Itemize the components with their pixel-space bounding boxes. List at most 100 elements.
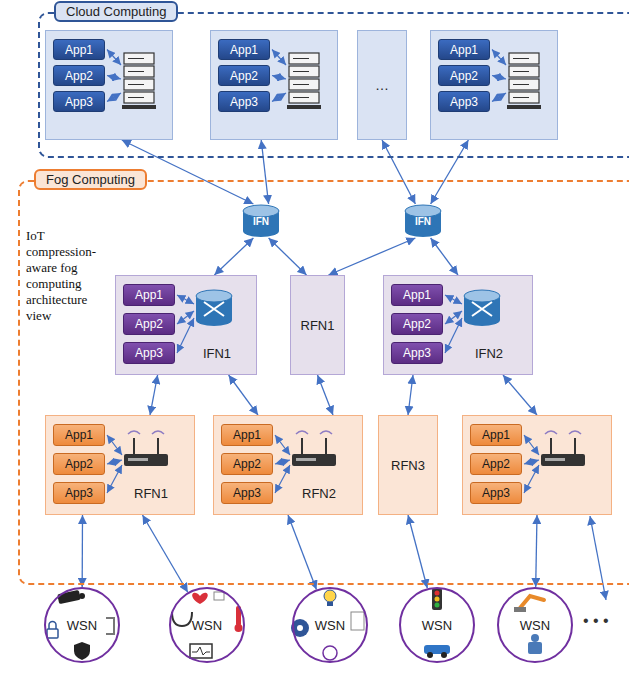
app-label: App3	[65, 95, 93, 109]
app-box: App1	[53, 424, 105, 446]
icon-part	[124, 454, 168, 466]
app-link	[177, 295, 194, 304]
app-link	[107, 93, 121, 102]
server-box: App1App2App3	[430, 30, 558, 140]
icon-part	[128, 84, 144, 85]
node-label: WSN	[422, 618, 452, 633]
app-link	[272, 93, 286, 102]
app-link	[272, 50, 286, 66]
node-label: IFN	[415, 216, 431, 227]
icon-part	[243, 225, 279, 237]
icon-part	[289, 92, 319, 103]
icon-part	[464, 314, 500, 326]
icon-part	[157, 438, 159, 454]
app-box: App2	[221, 453, 273, 475]
icon-part	[509, 92, 539, 103]
icon-part	[289, 66, 319, 77]
wsn-circle: WSN	[399, 587, 475, 663]
ellipsis-box: …	[357, 30, 407, 140]
app-box: App1	[438, 39, 490, 60]
app-label: App2	[65, 69, 93, 83]
fog-node-box: IFN1App1App2App3	[115, 275, 257, 375]
app-link	[275, 435, 290, 455]
app-link	[272, 76, 286, 80]
icon-part	[196, 314, 232, 326]
connector	[214, 238, 253, 275]
app-link	[492, 93, 506, 102]
icon-part	[513, 71, 529, 72]
fog-node-box: App1App2App3	[462, 415, 612, 515]
app-link	[275, 465, 290, 493]
app-link	[107, 435, 122, 455]
icon-part	[124, 92, 154, 103]
node-label: WSN	[192, 618, 222, 633]
app-box: App3	[53, 482, 105, 504]
app-box: App3	[123, 342, 175, 364]
connector	[503, 375, 537, 415]
icon-part	[292, 454, 336, 466]
icon-part	[293, 58, 309, 59]
connector	[288, 515, 316, 589]
icon-part	[541, 454, 585, 466]
app-label: App1	[403, 288, 431, 302]
icon-part	[509, 66, 539, 77]
app-label: App3	[233, 486, 261, 500]
app-label: App3	[135, 346, 163, 360]
connector	[431, 238, 458, 275]
icon-part	[293, 97, 309, 98]
wsn-circle: WSN	[44, 587, 120, 663]
app-box: App1	[391, 284, 443, 306]
app-box: App3	[218, 91, 270, 112]
fog-node-box: RFN2 App1App2App3	[213, 415, 363, 515]
app-label: App2	[403, 317, 431, 331]
app-box: App1	[221, 424, 273, 446]
node-label: WSN	[520, 618, 550, 633]
icon-part	[400, 588, 474, 662]
icon-part	[128, 71, 144, 72]
app-label: App3	[482, 486, 510, 500]
fog-node-box: RFN3	[378, 415, 438, 515]
icon-part	[513, 84, 529, 85]
app-label: App3	[65, 486, 93, 500]
side-note: IoT compression-aware fog computing arch…	[26, 228, 114, 324]
icon-part	[550, 438, 552, 454]
connector	[408, 515, 427, 588]
wsn-circle: WSN	[292, 587, 368, 663]
router-node: IFN	[404, 204, 442, 238]
node-label: RFN2	[280, 486, 358, 501]
node-label: IFN2	[450, 346, 528, 361]
icon-part	[513, 97, 529, 98]
node-label: RFN1	[112, 486, 190, 501]
icon-part	[513, 58, 529, 59]
icon-part	[545, 431, 581, 434]
icon-part	[196, 290, 232, 302]
app-label: App3	[450, 95, 478, 109]
app-box: App2	[53, 453, 105, 475]
server-box: App1App2App3	[210, 30, 338, 140]
app-label: App3	[403, 346, 431, 360]
icon-part	[325, 438, 327, 454]
app-label: App1	[482, 428, 510, 442]
icon-part	[124, 53, 154, 64]
connector	[318, 375, 334, 415]
connector	[229, 375, 258, 415]
icon-part	[293, 588, 367, 662]
icon-part	[170, 588, 244, 662]
sensor-icons	[47, 588, 544, 660]
connector	[261, 140, 268, 204]
app-box: App2	[470, 453, 522, 475]
icon-part	[122, 105, 156, 109]
icon-part	[545, 458, 565, 461]
connector	[329, 238, 416, 275]
icon-part	[464, 290, 500, 302]
icon-part	[128, 431, 164, 434]
icon-part	[128, 97, 144, 98]
app-box: App3	[438, 91, 490, 112]
app-link	[107, 76, 121, 80]
app-box: App2	[391, 313, 443, 335]
continuation-dots: • • •	[583, 612, 609, 630]
node-label: IFN1	[182, 346, 252, 361]
node-label: RFN3	[391, 458, 425, 473]
icon-part	[128, 58, 144, 59]
